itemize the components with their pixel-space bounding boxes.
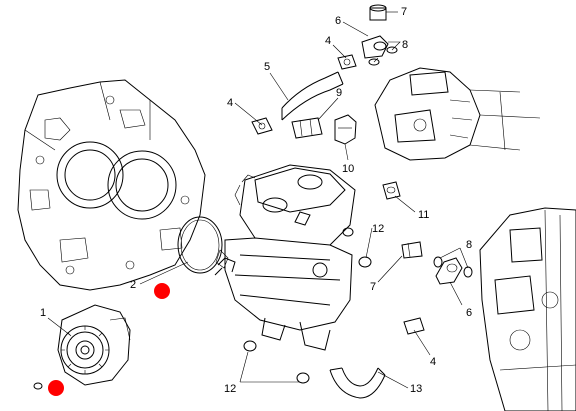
connector-9 <box>291 117 323 139</box>
callout-4-lower: 4 <box>430 356 436 368</box>
callout-4-mid: 4 <box>227 97 233 109</box>
callout-7-top: 7 <box>401 6 407 18</box>
fitting-6-right <box>435 257 463 285</box>
callout-12-bottom: 12 <box>224 383 236 395</box>
air-compressor <box>214 164 356 351</box>
callout-8-right: 8 <box>466 239 472 251</box>
fitting-4-lower <box>403 317 425 335</box>
fitting-7-right <box>401 241 423 259</box>
leader-lines <box>47 11 469 389</box>
seal-8-top-b <box>386 46 398 54</box>
fitting-4-mid <box>251 117 273 135</box>
callout-8-top: 8 <box>402 39 408 51</box>
gasket-ring <box>177 216 223 274</box>
callout-11: 11 <box>418 209 429 221</box>
callout-6-right: 6 <box>466 307 472 319</box>
highlight-marker-gasket <box>154 283 170 299</box>
callout-6-top: 6 <box>335 15 341 27</box>
callout-5: 5 <box>264 61 270 73</box>
seal-8-right-b <box>463 266 473 278</box>
elbow-fitting-10 <box>334 114 357 145</box>
callout-13: 13 <box>410 383 422 395</box>
callout-7-right: 7 <box>370 281 376 293</box>
callout-labels: 1 2 4 5 4 6 7 8 9 10 11 12 8 7 6 4 13 12 <box>40 6 472 395</box>
plug-7-top <box>369 7 387 21</box>
callout-12-right: 12 <box>372 223 384 235</box>
highlight-marker-o-ring <box>48 380 64 396</box>
fitting-6-top <box>361 35 389 59</box>
clamp-12-bottom-a <box>243 340 257 352</box>
callout-9: 9 <box>336 87 342 99</box>
fitting-11 <box>382 181 401 200</box>
callout-10: 10 <box>342 163 354 175</box>
seal-8-top-a <box>368 58 380 66</box>
fitting-4-top <box>337 54 357 70</box>
engine-block-bottom-right <box>479 207 576 411</box>
callout-4-top: 4 <box>325 35 331 47</box>
clamp-12-bottom-b <box>296 372 310 384</box>
callout-1: 1 <box>40 307 46 319</box>
drive-gear-assembly <box>57 304 131 386</box>
o-ring-small <box>33 382 43 390</box>
hose-5 <box>281 71 344 121</box>
seal-8-right-a <box>433 256 443 268</box>
clamp-12-right <box>358 256 372 268</box>
engine-block-left <box>17 79 206 291</box>
clamp-12-upper <box>342 227 354 237</box>
callout-2: 2 <box>130 279 136 291</box>
engine-block-top-right <box>374 67 541 161</box>
hose-13 <box>329 367 386 399</box>
